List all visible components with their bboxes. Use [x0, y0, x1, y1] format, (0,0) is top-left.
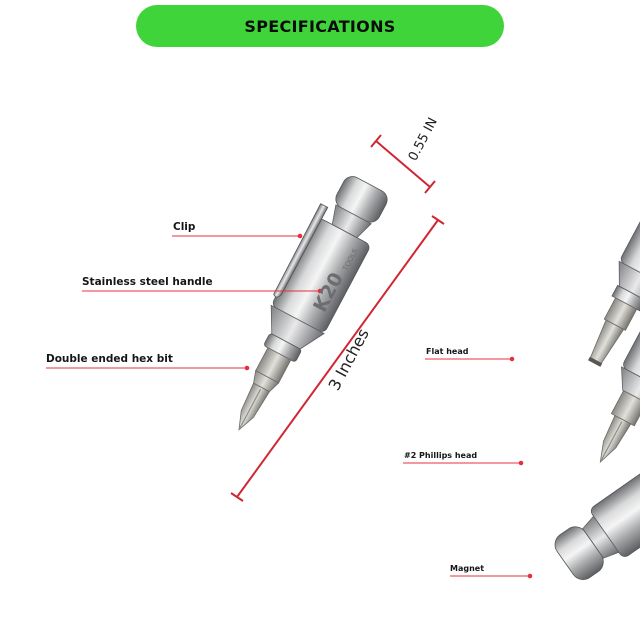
flat-head-tool [588, 210, 640, 367]
label-magnet: Magnet [450, 564, 485, 573]
label-flat-head: Flat head [426, 347, 469, 356]
label-clip: Clip [173, 221, 196, 233]
label-phillips-head: #2 Phillips head [404, 451, 478, 460]
banner-title: SPECIFICATIONS [244, 16, 396, 36]
length-dimension [230, 215, 445, 502]
phillips-tool [599, 322, 640, 464]
clip-shape [273, 203, 329, 298]
specifications-banner: SPECIFICATIONS [136, 5, 504, 47]
width-dimension [370, 134, 436, 194]
label-handle: Stainless steel handle [82, 276, 213, 288]
main-screwdriver [238, 176, 388, 431]
magnet-tool [554, 465, 640, 580]
label-bit: Double ended hex bit [46, 353, 173, 365]
callout-lines [46, 233, 533, 579]
